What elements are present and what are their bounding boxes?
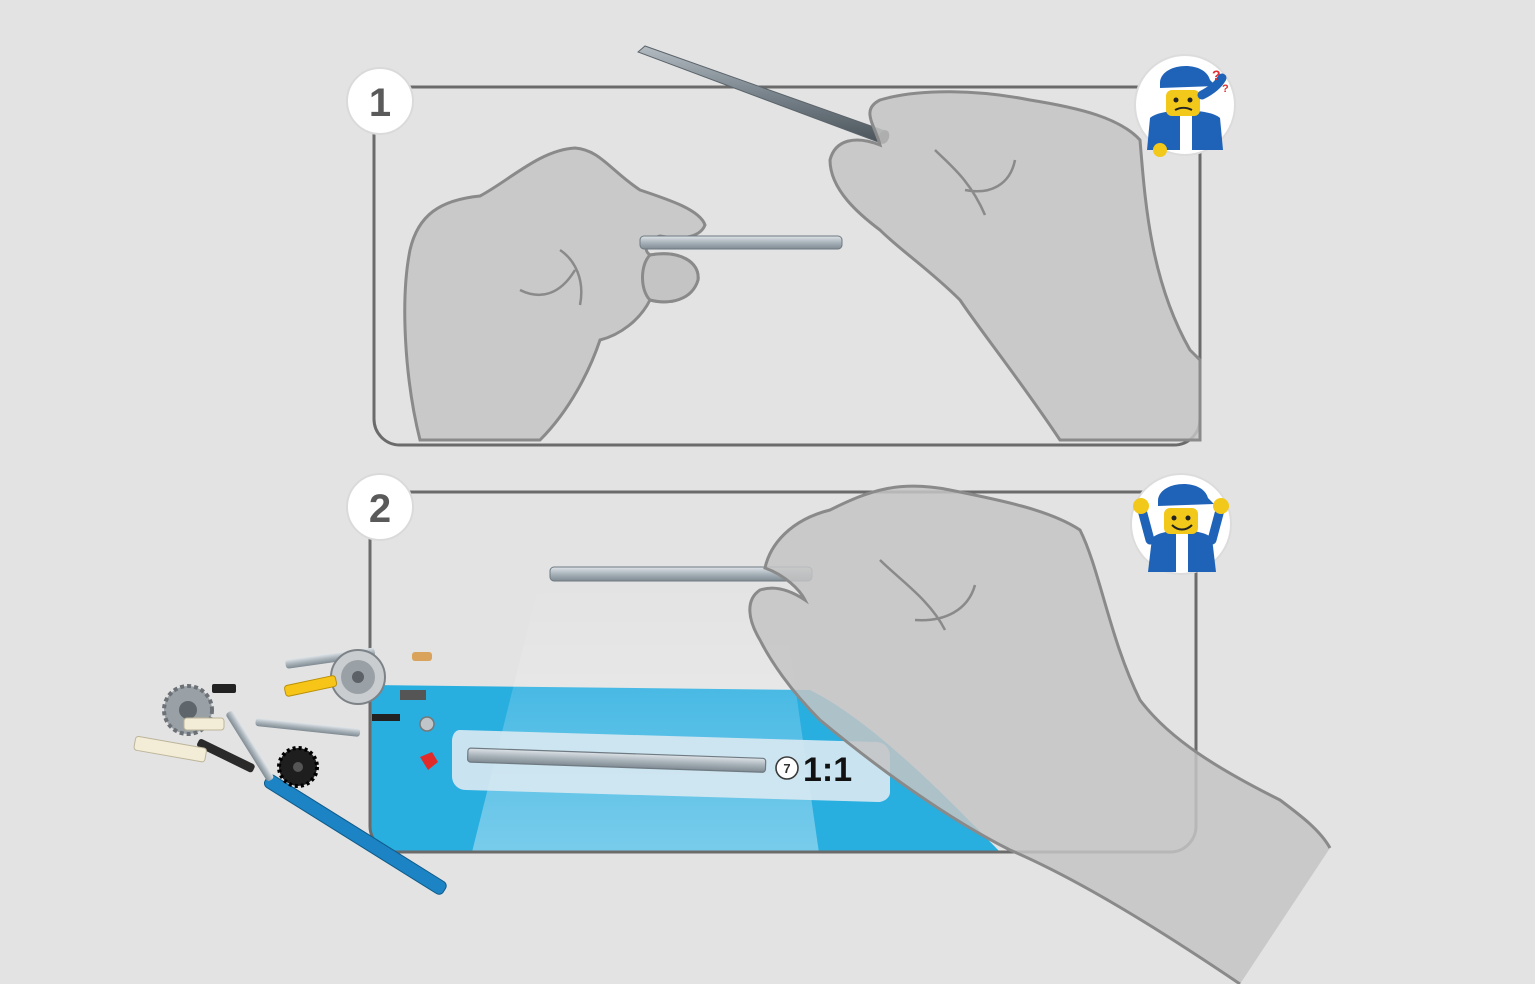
axle-held-step-1 bbox=[639, 235, 843, 250]
left-hand-step-1 bbox=[403, 146, 707, 442]
wheel-rim-part bbox=[330, 649, 386, 705]
step-1-frame bbox=[372, 85, 1202, 447]
right-hand-step-1 bbox=[828, 90, 1202, 442]
axle-outline-scale bbox=[467, 747, 767, 773]
confused-minifigure-icon: ? ? bbox=[1134, 54, 1236, 157]
step-1-number-badge: 1 bbox=[346, 67, 414, 135]
black-gear-part bbox=[277, 746, 319, 788]
step-2-number: 2 bbox=[369, 487, 391, 531]
step-2-panel: 7 1:1 bbox=[133, 473, 1332, 984]
step-2-number-badge: 2 bbox=[346, 473, 414, 541]
axle-being-picked-step-1 bbox=[637, 45, 890, 144]
axle-length-circle: 7 bbox=[775, 756, 799, 780]
svg-text:?: ? bbox=[1222, 83, 1229, 95]
spilled-parts bbox=[133, 647, 386, 788]
step-1-panel: 1 ? ? bbox=[346, 45, 1236, 447]
scale-ratio-label: 1:1 bbox=[803, 751, 852, 789]
axle-length-callout: 7 1:1 bbox=[452, 730, 890, 802]
step-1-number: 1 bbox=[369, 81, 391, 125]
right-hand-step-2 bbox=[748, 484, 1332, 984]
parts-on-mat bbox=[263, 652, 447, 895]
axle-length-number: 7 bbox=[783, 761, 790, 776]
happy-minifigure-icon bbox=[1130, 473, 1232, 575]
svg-text:?: ? bbox=[1212, 67, 1221, 83]
